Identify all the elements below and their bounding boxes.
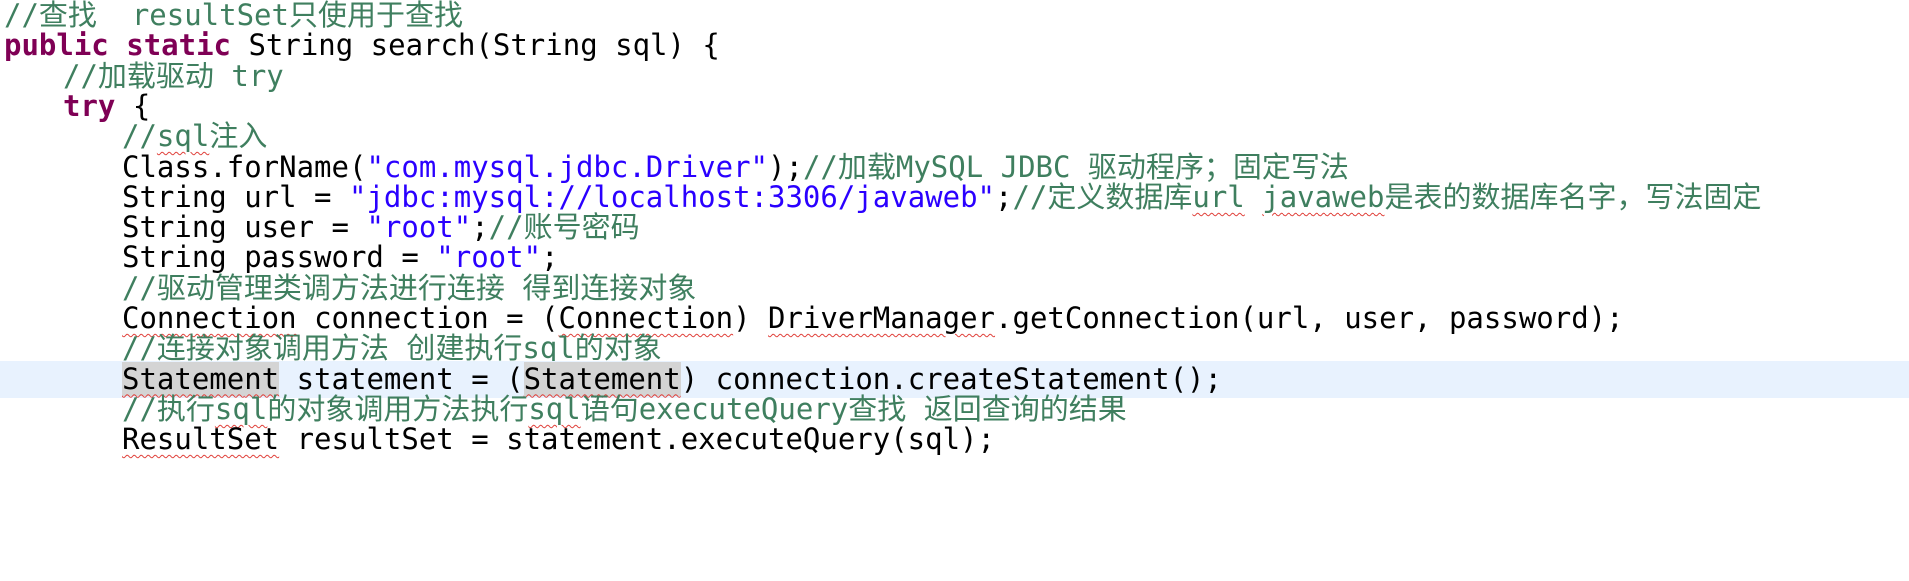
- code-token-plain: ;: [541, 240, 559, 275]
- code-token-comment: 是表的数据库名字，写法固定: [1384, 179, 1762, 214]
- code-token-plain: resultSet = statement.executeQuery(sql);: [279, 422, 995, 457]
- code-token-plain: statement = (: [279, 361, 524, 396]
- code-token-comment: 的对象: [574, 331, 662, 366]
- code-token-keyword: public: [4, 28, 109, 63]
- code-line[interactable]: Class.forName("com.mysql.jdbc.Driver");/…: [0, 149, 1909, 186]
- code-line[interactable]: String url = "jdbc:mysql://localhost:330…: [0, 179, 1909, 216]
- code-token-plain: String user =: [122, 210, 367, 245]
- code-token-comment: //执行: [122, 391, 215, 426]
- code-token-string: "com.mysql.jdbc.Driver": [366, 149, 769, 184]
- code-token-comment: //驱动管理类调方法进行连接 得到连接对象: [122, 270, 697, 305]
- code-token-plain: String password =: [122, 240, 437, 275]
- code-token-plain: Class.forName(: [122, 149, 367, 184]
- code-token-plain: ): [733, 301, 769, 335]
- code-token-keyword: try: [63, 88, 116, 123]
- code-token-plain: connection = (: [296, 301, 559, 335]
- code-line[interactable]: String password = "root";: [0, 239, 1909, 276]
- code-token-plain: Stateme: [122, 361, 245, 396]
- code-token-comment: 只使用于查找: [288, 0, 463, 32]
- code-token-plain: String search(String sql) {: [231, 28, 720, 63]
- code-token-comment: sql: [522, 331, 575, 366]
- code-token-plain: ;: [471, 210, 489, 245]
- code-token-plain: Connection: [558, 301, 734, 335]
- code-token-comment: //: [122, 119, 157, 154]
- code-token-keyword: static: [126, 28, 231, 63]
- code-line[interactable]: //执行sql的对象调用方法执行sql语句executeQuery查找 返回查询…: [0, 391, 1909, 428]
- code-token-plain: );: [768, 149, 803, 184]
- code-token-plain: Statement: [523, 361, 681, 396]
- code-line[interactable]: //驱动管理类调方法进行连接 得到连接对象: [0, 270, 1909, 307]
- code-token-plain: ResultSet: [122, 422, 280, 457]
- code-token-comment: //加载驱动 try: [63, 58, 284, 93]
- code-token-comment: //定义数据库: [1012, 179, 1193, 214]
- code-line[interactable]: try {: [0, 88, 1909, 125]
- code-line[interactable]: //sql注入: [0, 118, 1909, 155]
- code-line[interactable]: String user = "root";//账号密码: [0, 209, 1909, 246]
- code-token-comment: 的对象调用方法执行: [267, 391, 529, 426]
- code-token-string: "jdbc:mysql://localhost:3306/javaweb": [348, 179, 995, 214]
- code-line[interactable]: //加载驱动 try: [0, 58, 1909, 95]
- code-token-plain: String url =: [122, 179, 349, 214]
- code-token-comment: resultSet: [131, 0, 289, 32]
- code-token-plain: ;: [995, 179, 1013, 214]
- code-line[interactable]: ResultSet resultSet = statement.executeQ…: [0, 421, 1909, 458]
- code-line[interactable]: //连接对象调用方法 创建执行sql的对象: [0, 330, 1909, 367]
- code-token-plain: nt: [244, 361, 280, 396]
- code-token-comment: sql: [214, 391, 268, 426]
- code-token-plain: .getConnection(url, user, password);: [995, 301, 1624, 335]
- code-token-comment: sql: [528, 391, 581, 426]
- code-line-current[interactable]: Statement statement = (Statement) connec…: [0, 360, 1909, 398]
- code-token-comment: url: [1192, 179, 1245, 214]
- code-token-plain: DriverManager: [768, 301, 996, 335]
- code-token-string: "root": [436, 240, 542, 275]
- code-line[interactable]: public static String search(String sql) …: [0, 27, 1909, 64]
- code-token-plain: ) connection.createStatement();: [680, 361, 1222, 396]
- code-token-comment: 注入: [209, 119, 268, 154]
- code-token-plain: {: [115, 88, 151, 123]
- code-token-comment: javaweb: [1262, 179, 1385, 214]
- code-token-string: "root": [366, 210, 472, 245]
- code-line[interactable]: Connection connection = (Connection) Dri…: [0, 300, 1909, 337]
- code-token-comment: sql: [156, 119, 210, 154]
- code-token-comment: //加载MySQL JDBC 驱动程序；固定写法: [802, 149, 1349, 184]
- code-token-comment: //查找: [4, 0, 132, 32]
- code-token-comment: 语句executeQuery查找 返回查询的结果: [580, 391, 1127, 426]
- code-token-plain: Connection: [122, 301, 297, 335]
- code-token-comment: //账号密码: [488, 210, 640, 245]
- code-token-comment: //连接对象调用方法 创建执行: [122, 331, 523, 366]
- code-line[interactable]: //查找 resultSet只使用于查找: [0, 0, 1909, 34]
